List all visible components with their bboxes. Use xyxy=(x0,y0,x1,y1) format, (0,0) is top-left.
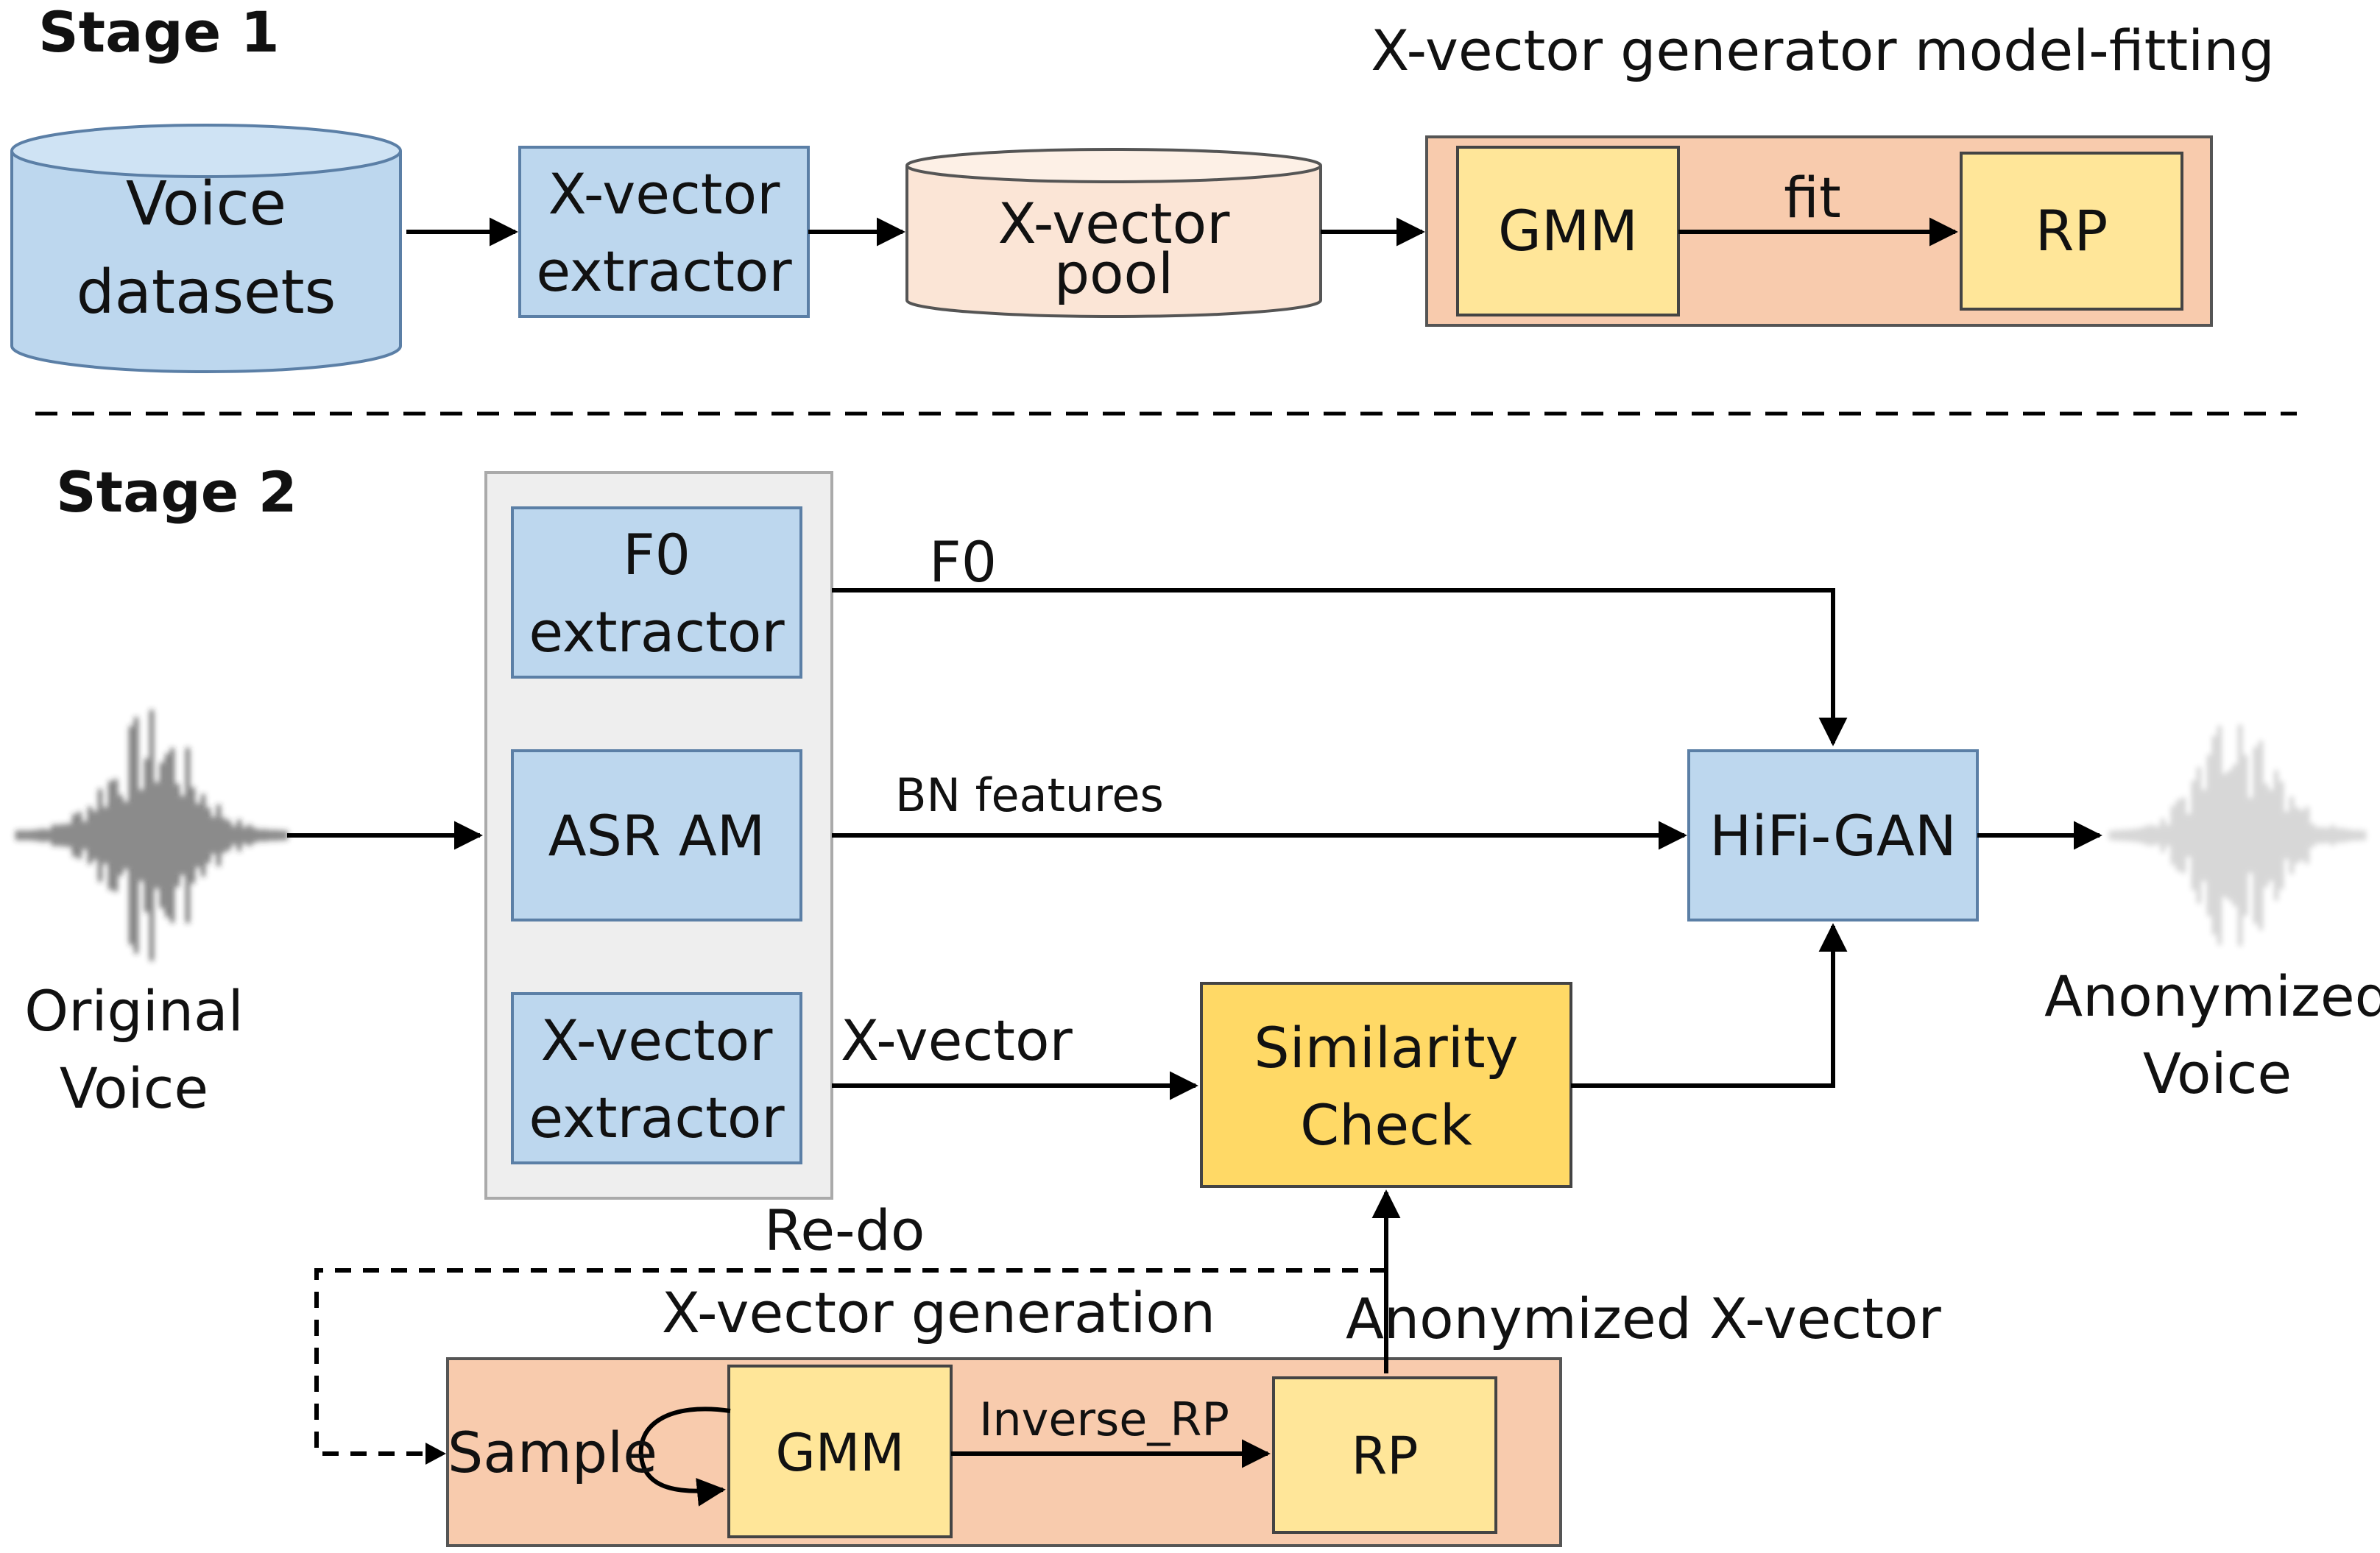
sample-label: Sample xyxy=(448,1420,657,1485)
f0-extractor-line2: extractor xyxy=(529,599,785,665)
f0-extractor-box: F0 extractor xyxy=(511,506,802,679)
original-voice-line2: Voice xyxy=(60,1055,208,1121)
stage1-rp-label: RP xyxy=(2035,198,2108,263)
stage2-xvector-extractor-line2: extractor xyxy=(529,1085,785,1150)
stage1-title: Stage 1 xyxy=(38,0,280,65)
similarity-check-line1: Similarity xyxy=(1254,1015,1518,1080)
fitting-title: X-vector generator model-fitting xyxy=(1371,18,2274,83)
stage1-xvector-extractor-line2: extractor xyxy=(536,238,792,304)
anonymized-waveform-icon xyxy=(2110,725,2365,946)
asr-am-label: ASR AM xyxy=(548,803,766,869)
f0-extractor-line1: F0 xyxy=(623,522,691,587)
edge-f0-label: F0 xyxy=(929,529,997,595)
stage2-gmm-label: GMM xyxy=(775,1423,904,1483)
stage2-title: Stage 2 xyxy=(56,459,297,525)
xvector-pool-line2: pool xyxy=(1054,241,1173,306)
hifigan-box: HiFi-GAN xyxy=(1687,749,1979,921)
original-waveform-icon xyxy=(16,710,287,961)
hifigan-label: HiFi-GAN xyxy=(1709,803,1957,869)
original-voice-line1: Original xyxy=(24,978,243,1044)
similarity-check-line2: Check xyxy=(1300,1092,1472,1158)
anonymized-xvector-label: Anonymized X-vector xyxy=(1346,1286,1941,1351)
anonymized-voice-line2: Voice xyxy=(2143,1041,2292,1106)
voice-datasets-label-line1: Voice xyxy=(126,169,286,239)
similarity-check-box: Similarity Check xyxy=(1200,982,1572,1188)
stage2-rp-label: RP xyxy=(1352,1426,1419,1486)
stage1-xvector-extractor-line1: X-vector xyxy=(548,161,780,227)
inverse-rp-label: Inverse_RP xyxy=(979,1393,1229,1446)
stage1-gmm-box xyxy=(1456,146,1680,316)
arrow-f0-to-hifigan xyxy=(832,588,1848,746)
xvector-pool-cylinder: X-vector pool xyxy=(905,148,1322,318)
redo-arrowhead xyxy=(425,1443,446,1465)
sample-loop-arrow xyxy=(638,1407,731,1507)
voice-datasets-cylinder: Voice datasets xyxy=(10,124,402,373)
anonymized-voice-line1: Anonymized xyxy=(2044,963,2380,1029)
asr-am-box: ASR AM xyxy=(511,749,802,921)
stage1-gmm-label: GMM xyxy=(1498,198,1638,263)
redo-dashed-path xyxy=(314,1268,1386,1456)
edge-xvector-label: X-vector xyxy=(841,1008,1073,1073)
generation-title: X-vector generation xyxy=(662,1280,1215,1345)
stage1-xvector-extractor-box: X-vector extractor xyxy=(518,146,810,318)
stage2-xvector-extractor-box: X-vector extractor xyxy=(511,992,802,1164)
xvector-pool-line1: X-vector xyxy=(998,191,1230,256)
fit-label: fit xyxy=(1784,165,1841,230)
stage2-gmm-box xyxy=(727,1365,953,1538)
arrow-similarity-to-hifigan xyxy=(1571,923,1848,1088)
stage2-rp-box xyxy=(1272,1376,1497,1534)
edge-bn-label: BN features xyxy=(895,768,1164,822)
stage1-rp-box xyxy=(1960,152,2183,311)
model-fitting-panel: GMM RP fit xyxy=(1425,135,2213,327)
redo-label: Re-do xyxy=(764,1198,925,1263)
xvector-generation-panel: GMM RP Inverse_RP xyxy=(446,1357,1562,1547)
voice-datasets-label-line2: datasets xyxy=(77,258,336,328)
stage2-xvector-extractor-line1: X-vector xyxy=(541,1008,773,1073)
